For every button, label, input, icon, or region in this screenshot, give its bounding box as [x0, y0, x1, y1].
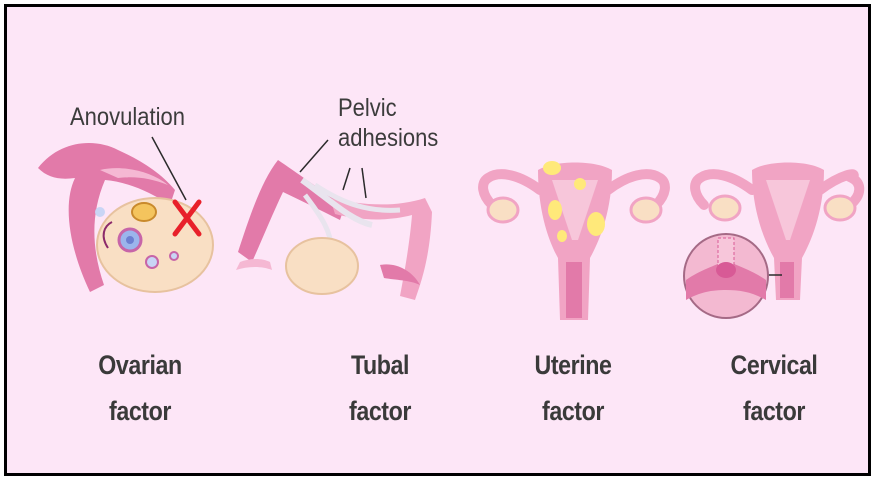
- fibroid: [543, 161, 561, 175]
- anovulation-annotation: Anovulation: [70, 102, 185, 132]
- fibroid: [557, 230, 567, 242]
- follicle: [95, 207, 105, 217]
- fibroid: [548, 200, 562, 220]
- uterine-factor-illustration: [483, 161, 665, 320]
- adhesion-pointer: [300, 140, 328, 172]
- follicle: [170, 252, 178, 260]
- right-ovary: [631, 198, 661, 222]
- follicle: [146, 256, 158, 268]
- ovarian-factor-illustration: [38, 137, 213, 292]
- cervical-canal: [566, 262, 582, 318]
- corpus-luteum: [132, 203, 156, 221]
- pelvic-adhesions-annotation: Pelvic adhesions: [338, 93, 438, 153]
- adhesion-pointer: [362, 168, 366, 198]
- ovarian-factor-label: Ovarian factor: [88, 342, 191, 434]
- cervical-canal: [780, 262, 794, 298]
- right-ovary: [825, 196, 855, 220]
- left-ovary: [710, 196, 740, 220]
- pelvic-adhesions-label-line2: adhesions: [338, 123, 438, 153]
- adhesion-pointer: [343, 168, 350, 190]
- uterine-factor-label: Uterine factor: [521, 342, 624, 434]
- fibroid: [574, 178, 586, 190]
- tubal-factor-label: Tubal factor: [328, 342, 431, 434]
- tubal-factor-illustration: [236, 140, 432, 300]
- ovary: [286, 238, 358, 294]
- cervical-factor-label: Cervical factor: [718, 342, 830, 434]
- left-ovary: [488, 198, 518, 222]
- fibroid: [587, 212, 605, 236]
- anovulation-label: Anovulation: [70, 102, 185, 132]
- pelvic-adhesions-label-line1: Pelvic: [338, 93, 438, 123]
- cervical-factor-illustration: [684, 163, 859, 319]
